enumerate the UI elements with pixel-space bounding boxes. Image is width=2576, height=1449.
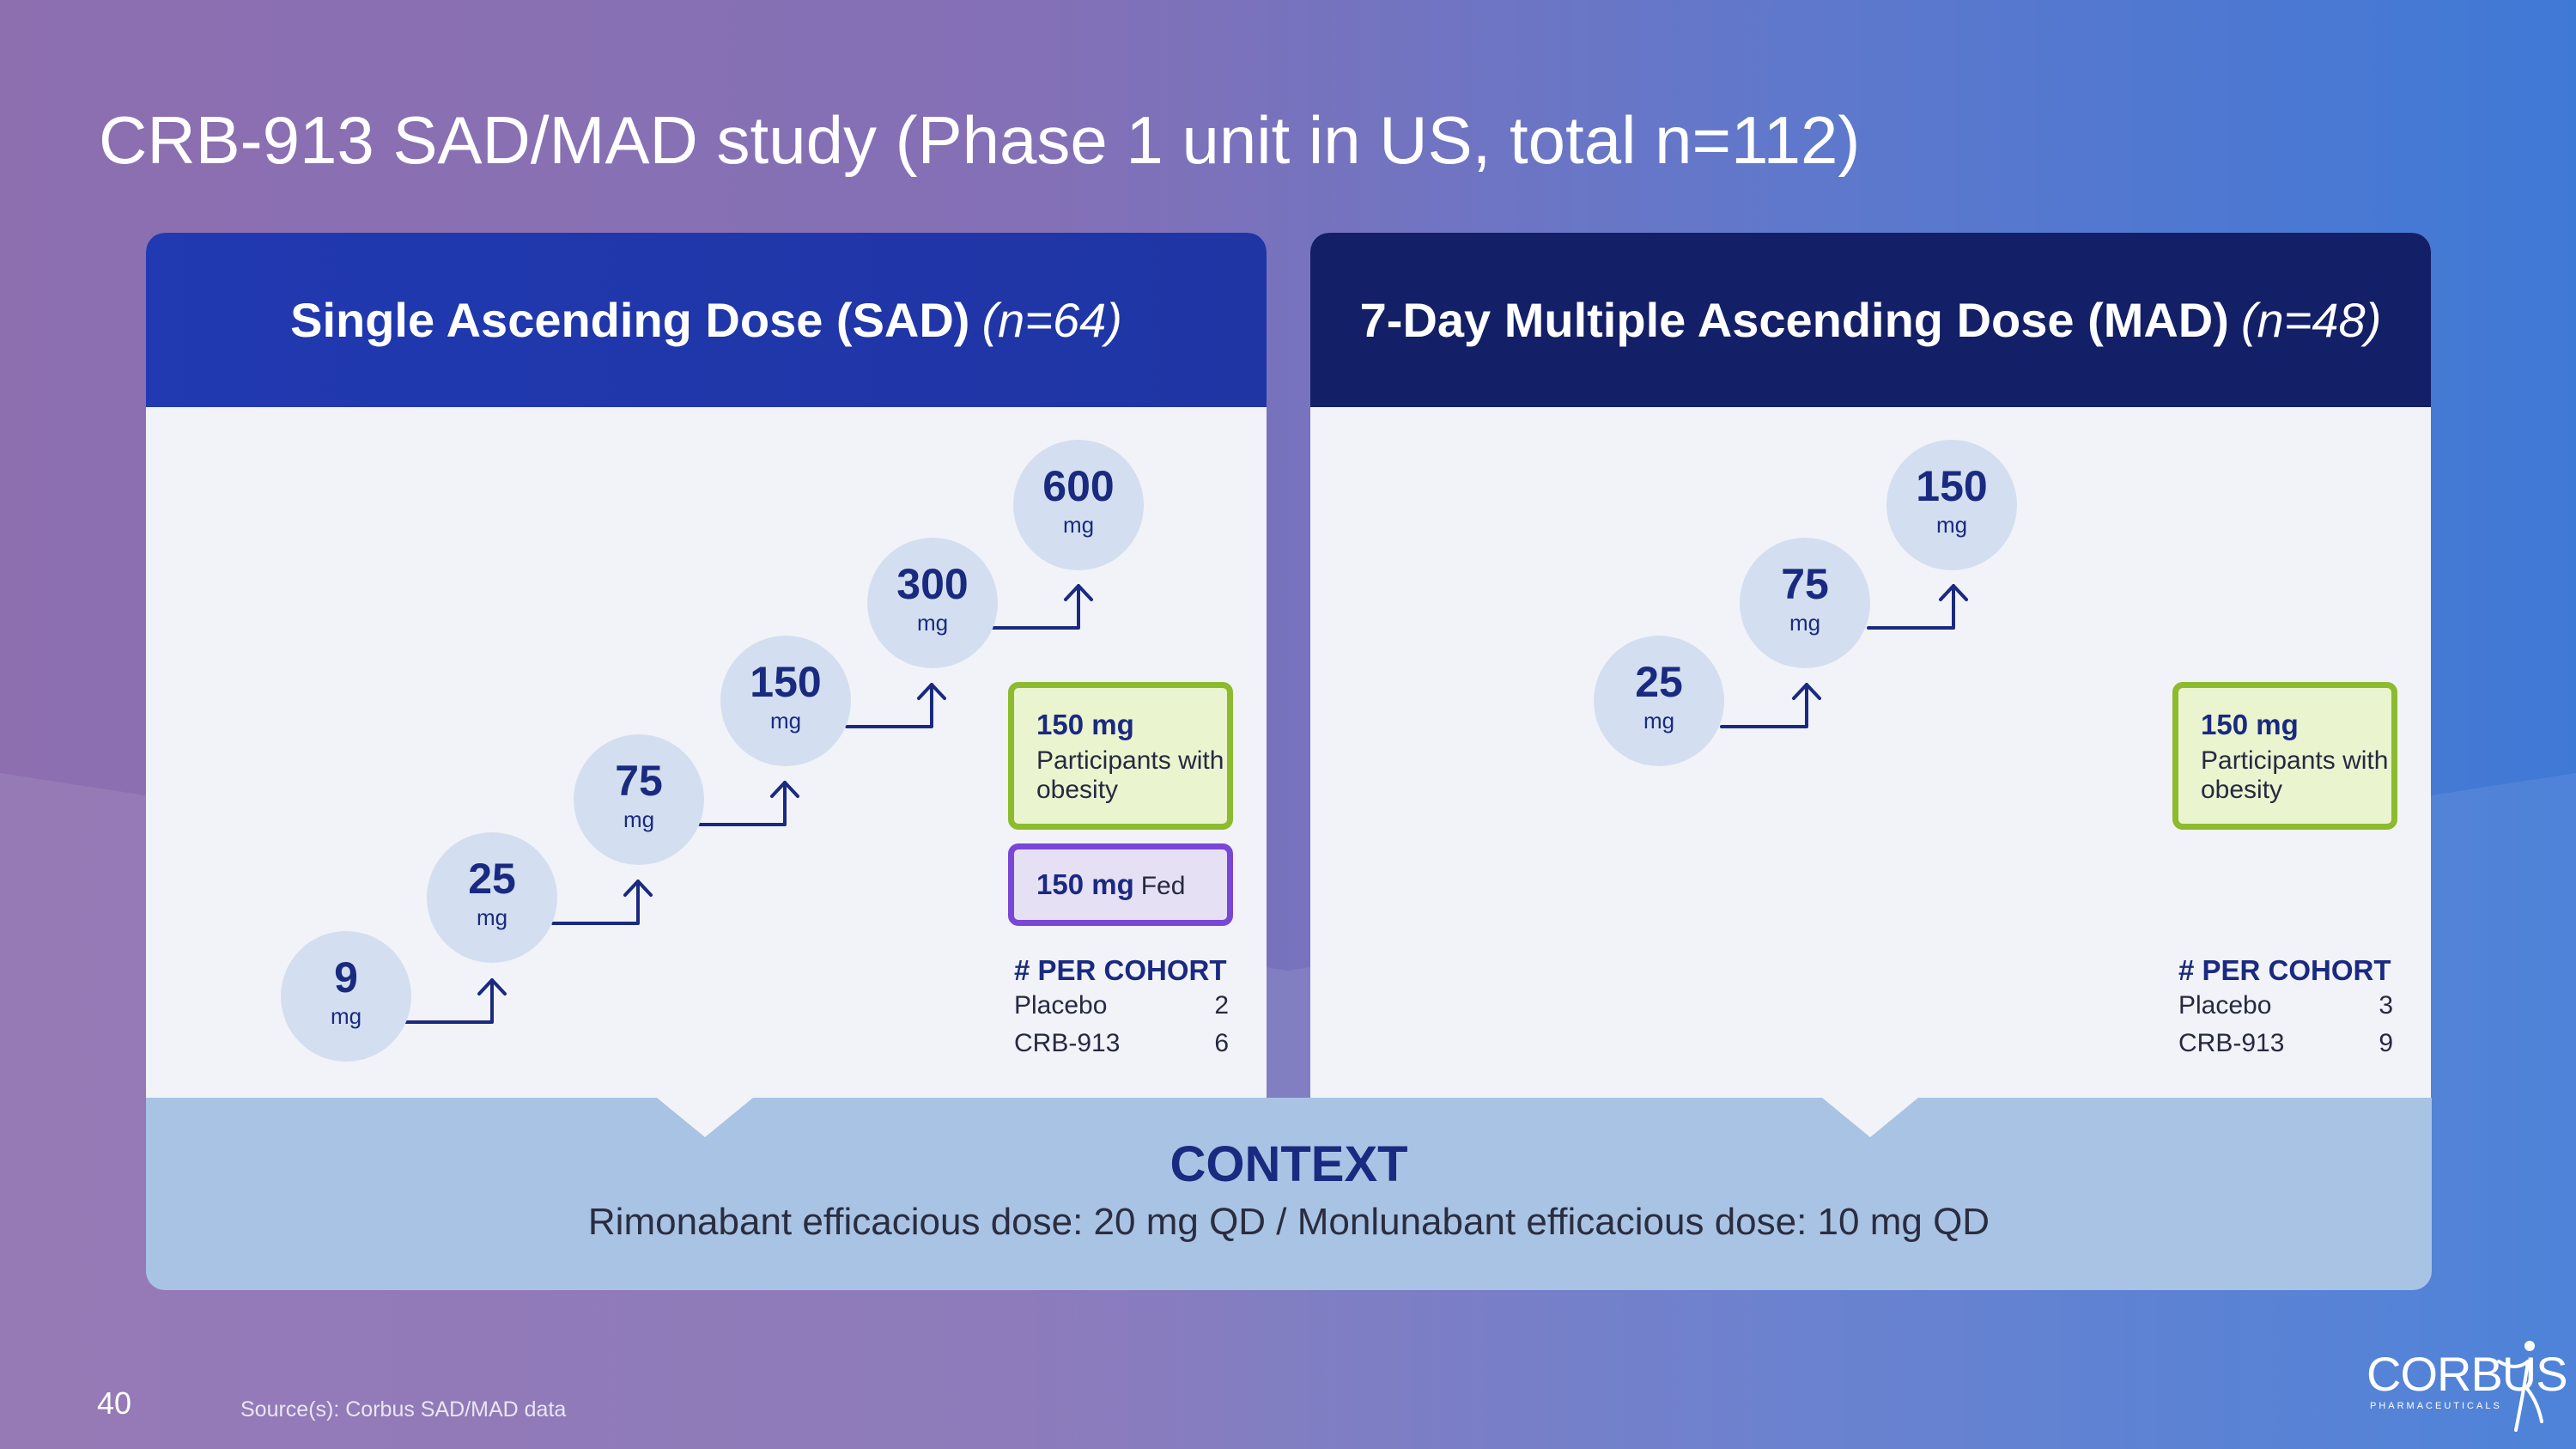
dose-value: 9 (334, 953, 358, 1002)
fed-dose: 150 mg (1036, 868, 1134, 900)
sad-title: Single Ascending Dose (SAD) (290, 293, 970, 347)
dose-circle: 600 mg (1013, 440, 1144, 570)
dose-unit: mg (916, 610, 949, 636)
corbus-logo: CORBUS PHARMACEUTICALS (2363, 1336, 2568, 1434)
cohort-row: CRB-913 9 (2178, 1025, 2393, 1062)
obesity-label: Participants with obesity (1036, 746, 1224, 804)
dose-circle: 150 mg (1886, 440, 2017, 570)
cohort-label: Placebo (2178, 991, 2272, 1020)
cohort-label: CRB-913 (2178, 1029, 2285, 1057)
cohort-row: CRB-913 6 (1014, 1025, 1229, 1062)
obesity-dose: 150 mg (2201, 709, 2299, 740)
dose-circle: 300 mg (867, 538, 998, 668)
page-number: 40 (97, 1385, 132, 1421)
cohort-count: 3 (2379, 991, 2393, 1020)
context-pointer-mad (1822, 1098, 1918, 1137)
cohort-row: Placebo 3 (2178, 987, 2393, 1025)
dose-circle: 75 mg (1740, 538, 1870, 668)
dose-circle: 25 mg (427, 832, 557, 963)
dose-unit: mg (1789, 610, 1821, 636)
dose-circle: 9 mg (281, 931, 411, 1062)
page-title: CRB-913 SAD/MAD study (Phase 1 unit in U… (99, 102, 1861, 178)
dose-value: 300 (896, 560, 969, 608)
dose-unit: mg (769, 708, 802, 734)
cohort-row: Placebo 2 (1014, 987, 1229, 1025)
dose-unit: mg (1935, 512, 1968, 538)
dose-value: 75 (615, 757, 663, 805)
context-heading: CONTEXT (1170, 1136, 1408, 1192)
logo-figure-icon (2497, 1341, 2543, 1432)
dose-circle: 25 mg (1594, 636, 1724, 766)
sad-panel-header: Single Ascending Dose (SAD) (n=64) (146, 233, 1267, 407)
mad-n: (n=48) (2240, 293, 2382, 347)
obesity-cohort-box: 150 mg Participants with obesity (2172, 682, 2397, 830)
cohort-count: 2 (1214, 991, 1229, 1020)
dose-unit: mg (1643, 708, 1675, 734)
dose-circle: 75 mg (574, 734, 704, 865)
fed-label: Fed (1140, 872, 1186, 900)
source-note: Source(s): Corbus SAD/MAD data (240, 1397, 567, 1422)
per-cohort-table: # PER COHORT Placebo 3 CRB-913 9 (2178, 954, 2393, 1062)
dose-unit: mg (1062, 512, 1095, 538)
dose-value: 150 (1916, 462, 1988, 510)
dose-value: 600 (1042, 462, 1115, 510)
cohort-label: CRB-913 (1014, 1029, 1121, 1057)
context-pointer-sad (657, 1098, 753, 1137)
obesity-label: Participants with obesity (2201, 746, 2389, 804)
dose-unit: mg (623, 807, 655, 832)
dose-value: 25 (468, 855, 516, 903)
dose-value: 75 (1781, 560, 1829, 608)
logo-wordmark: CORBUS (2366, 1347, 2568, 1401)
cohort-label: Placebo (1014, 991, 1108, 1020)
logo-subtitle: PHARMACEUTICALS (2370, 1401, 2502, 1411)
dose-unit: mg (476, 904, 508, 930)
dose-value: 25 (1635, 658, 1683, 706)
sad-n: (n=64) (981, 293, 1122, 347)
dose-value: 150 (750, 658, 822, 706)
obesity-dose: 150 mg (1036, 709, 1134, 740)
mad-title: 7-Day Multiple Ascending Dose (MAD) (1359, 293, 2229, 347)
cohort-count: 6 (1214, 1029, 1229, 1057)
dose-unit: mg (330, 1003, 362, 1029)
context-band: CONTEXT Rimonabant efficacious dose: 20 … (146, 1098, 2432, 1290)
per-cohort-header: # PER COHORT (2178, 954, 2391, 986)
obesity-cohort-box: 150 mg Participants with obesity (1008, 682, 1233, 830)
per-cohort-header: # PER COHORT (1014, 954, 1227, 986)
per-cohort-table: # PER COHORT Placebo 2 CRB-913 6 (1014, 954, 1229, 1062)
cohort-count: 9 (2379, 1029, 2393, 1057)
context-text: Rimonabant efficacious dose: 20 mg QD / … (587, 1201, 1990, 1243)
dose-circle: 150 mg (720, 636, 851, 766)
mad-panel-header: 7-Day Multiple Ascending Dose (MAD) (n=4… (1310, 233, 2431, 407)
